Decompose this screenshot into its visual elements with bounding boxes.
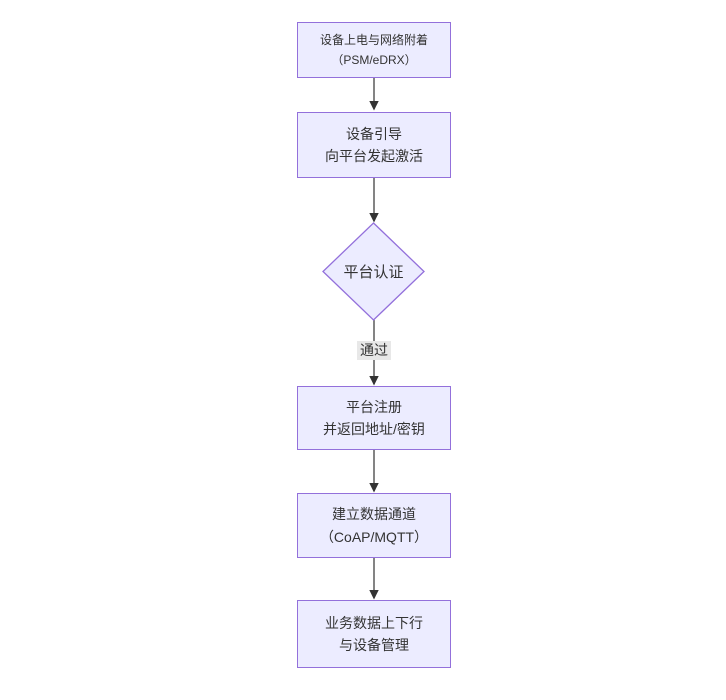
node-business-data: 业务数据上下行 与设备管理 bbox=[297, 600, 451, 668]
node-platform-register: 平台注册 并返回地址/密钥 bbox=[297, 386, 451, 450]
node-device-bootstrap: 设备引导 向平台发起激活 bbox=[297, 112, 451, 178]
node-data-channel: 建立数据通道 （CoAP/MQTT） bbox=[297, 493, 451, 558]
node-auth-diamond-shape bbox=[322, 222, 425, 321]
node-platform-auth-label: 平台认证 bbox=[343, 264, 404, 281]
edge-label-pass: 通过 bbox=[357, 341, 391, 360]
node-power-network-attach: 设备上电与网络附着 （PSM/eDRX） bbox=[297, 22, 451, 78]
